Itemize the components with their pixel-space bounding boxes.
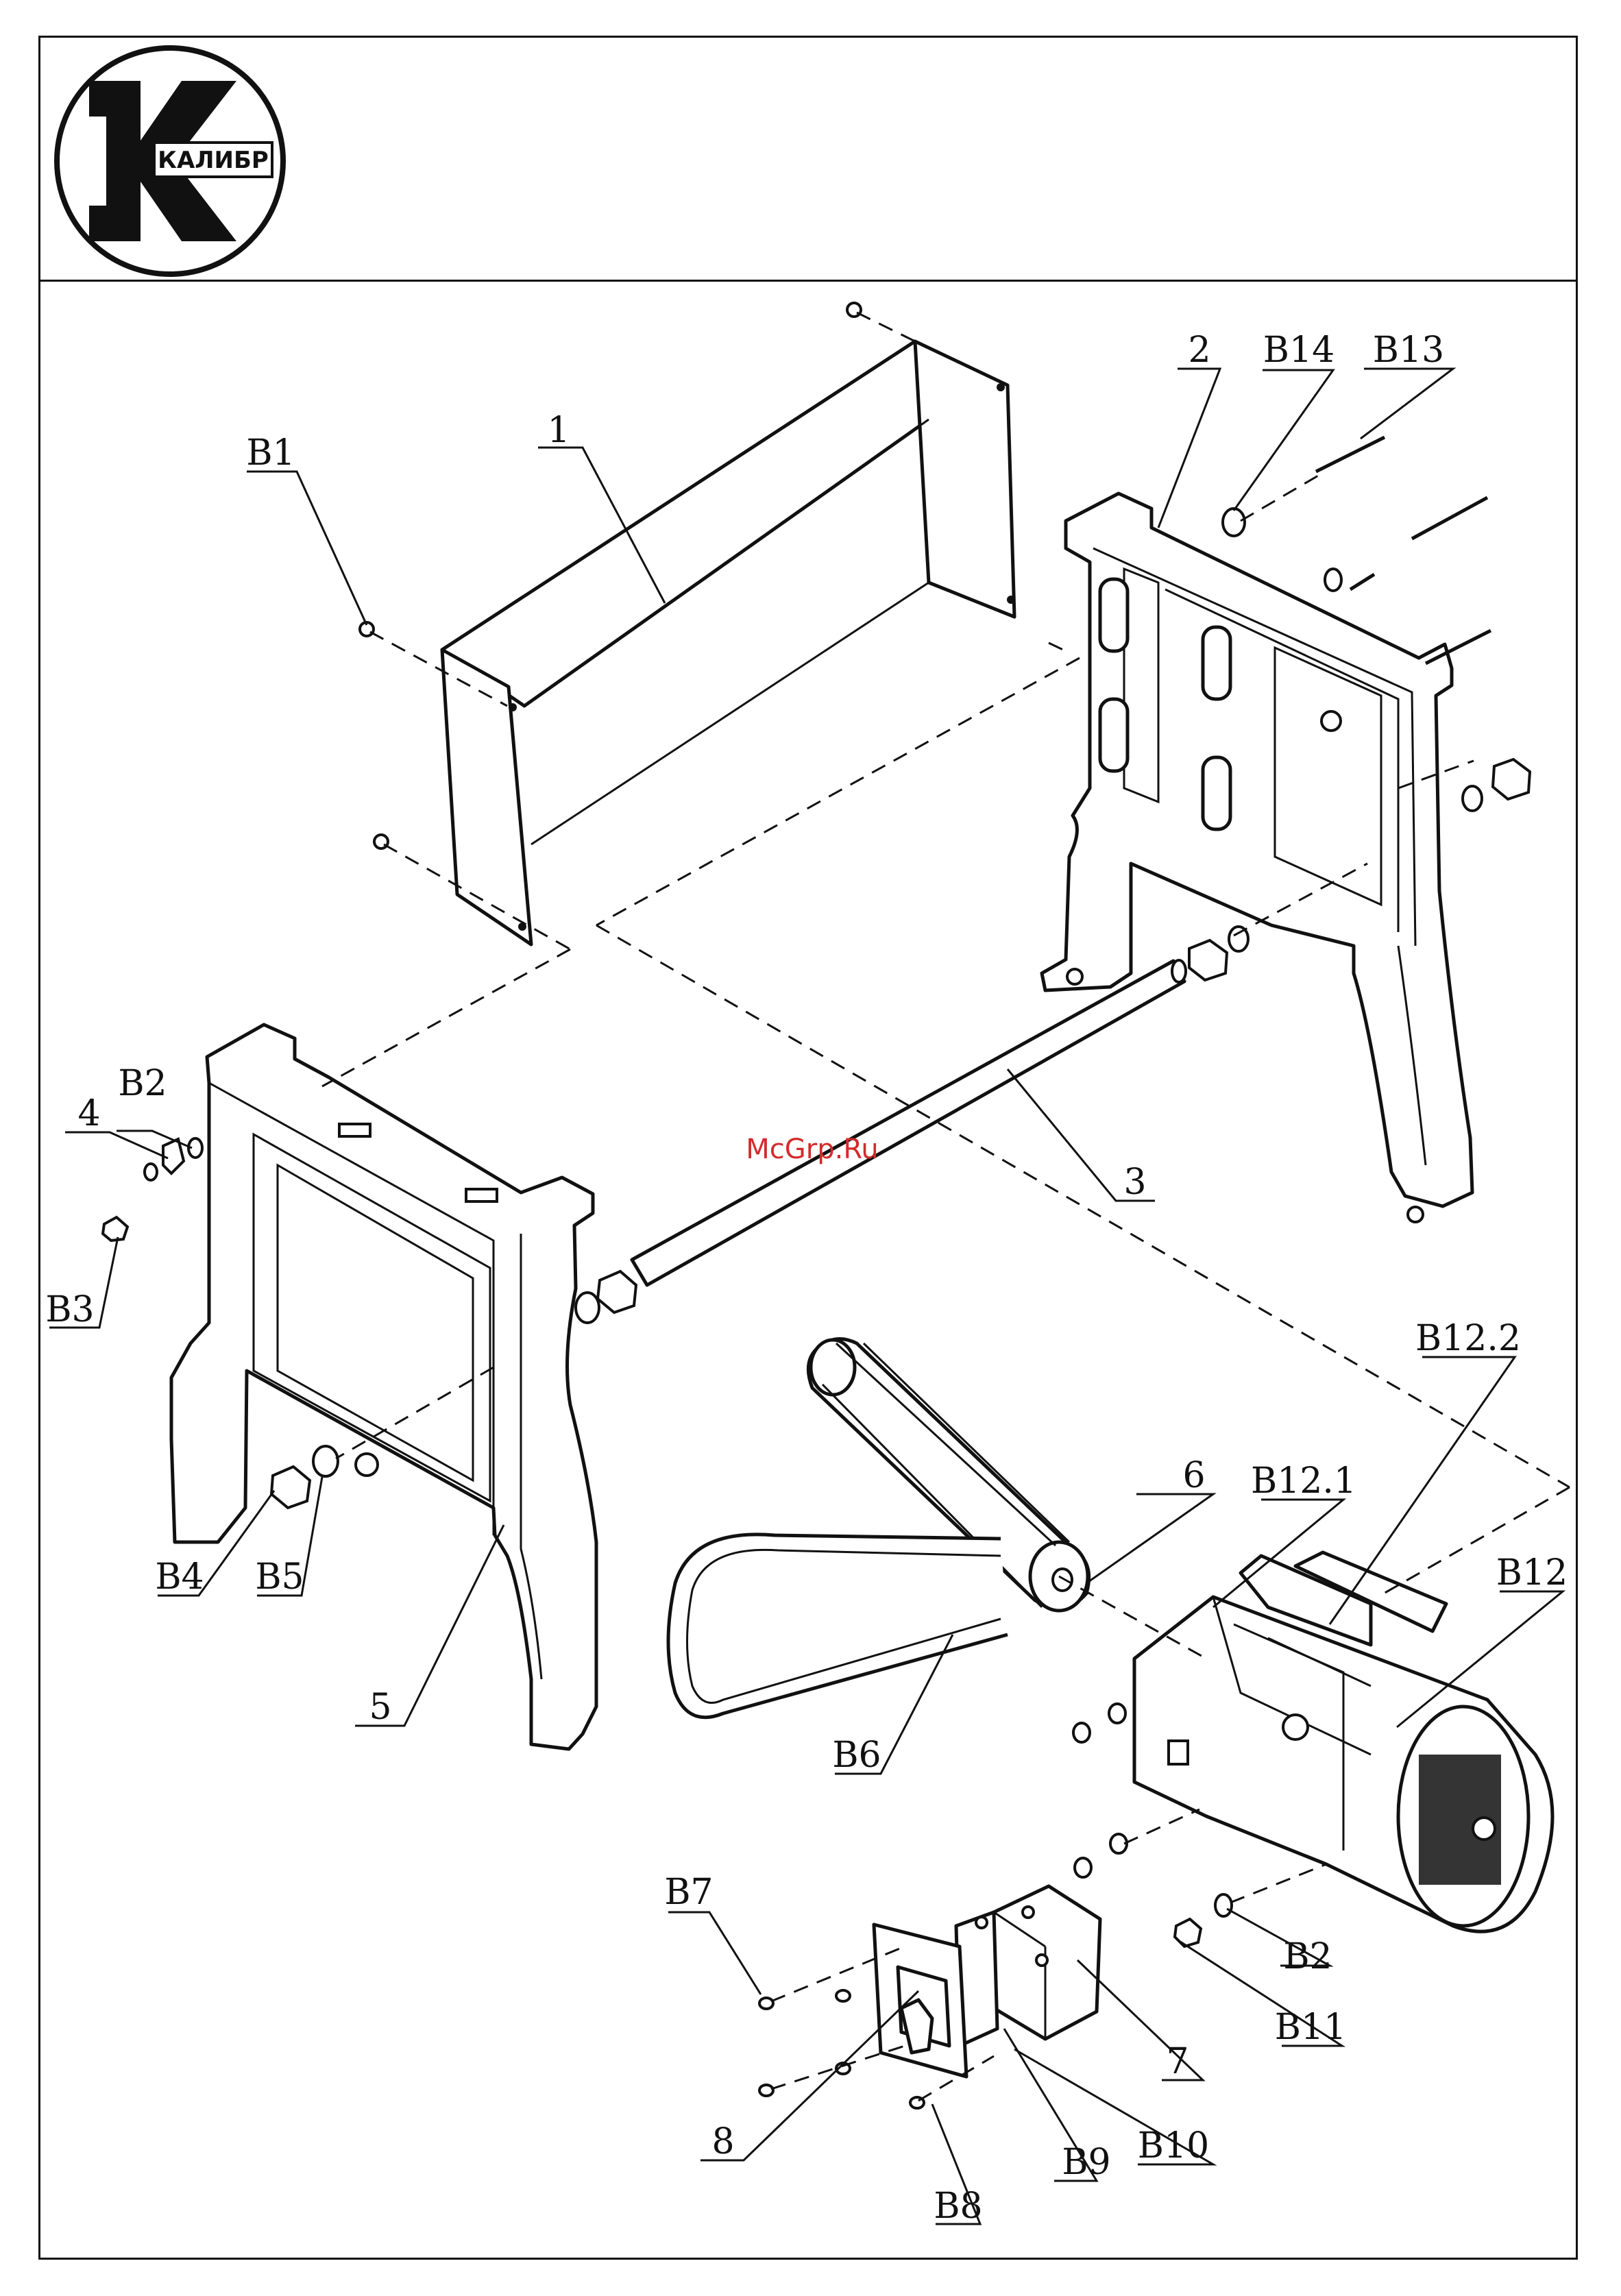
label-b4: B4 bbox=[155, 1556, 204, 1598]
label-b2-right: B2 bbox=[1283, 1936, 1332, 1977]
label-b1: B1 bbox=[246, 432, 295, 474]
label-1: 1 bbox=[547, 410, 570, 451]
label-5: 5 bbox=[369, 1687, 391, 1728]
watermark: McGrp.Ru bbox=[746, 1134, 878, 1165]
logo-text: КАЛИБР bbox=[158, 147, 269, 174]
label-7: 7 bbox=[1166, 2041, 1189, 2082]
label-b12-1: B12.1 bbox=[1251, 1461, 1356, 1502]
part-2-rear-leg bbox=[1042, 493, 1472, 1222]
switch-assembly bbox=[874, 1886, 1100, 2077]
label-8: 8 bbox=[711, 2121, 734, 2162]
label-b3: B3 bbox=[45, 1289, 94, 1330]
belt-b6 bbox=[668, 1535, 1008, 1718]
label-b13: B13 bbox=[1373, 330, 1444, 371]
label-b2-left: B2 bbox=[118, 1063, 167, 1104]
label-b8: B8 bbox=[934, 2186, 982, 2227]
label-b9: B9 bbox=[1062, 2142, 1110, 2183]
motor-b12 bbox=[1134, 1552, 1552, 1931]
label-b14: B14 bbox=[1263, 330, 1334, 371]
label-b12-2: B12.2 bbox=[1415, 1318, 1521, 1359]
label-b10: B10 bbox=[1138, 2125, 1209, 2166]
label-b12: B12 bbox=[1496, 1552, 1568, 1593]
label-6: 6 bbox=[1182, 1455, 1205, 1496]
label-3: 3 bbox=[1123, 1162, 1146, 1203]
part-3-tie-rod bbox=[632, 960, 1186, 1285]
part-4-bracket bbox=[103, 1138, 202, 1241]
label-b5: B5 bbox=[255, 1556, 304, 1598]
label-2: 2 bbox=[1188, 330, 1210, 371]
part-1-cover-panel bbox=[442, 341, 1015, 944]
part-5-front-leg bbox=[171, 1025, 636, 1749]
label-b6: B6 bbox=[832, 1735, 881, 1776]
kalibr-logo: КАЛИБР bbox=[57, 48, 283, 274]
label-4: 4 bbox=[77, 1093, 100, 1134]
label-b7: B7 bbox=[664, 1872, 713, 1913]
label-b11: B11 bbox=[1275, 2007, 1346, 2048]
